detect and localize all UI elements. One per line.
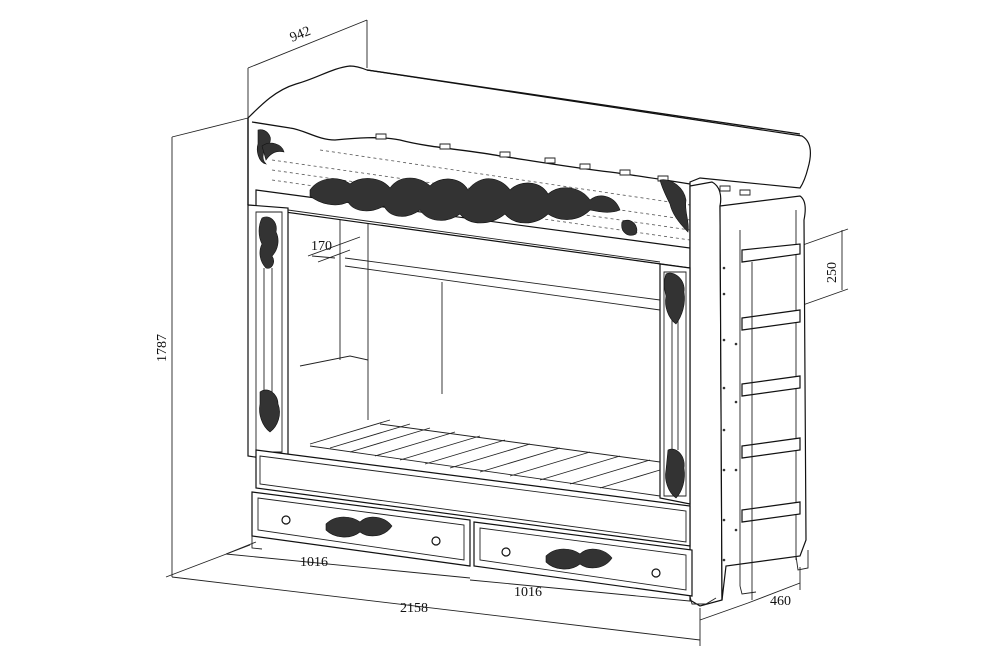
bed-feet: [252, 536, 756, 604]
dim-ladder-step: 250: [825, 262, 840, 283]
right-drawer: [474, 522, 692, 596]
left-drawer: [252, 492, 470, 566]
ladder-steps: [742, 244, 808, 600]
lower-bunk-interior: [288, 210, 660, 496]
dim-height: 1787: [155, 334, 170, 362]
dimension-lines: [166, 20, 848, 646]
dim-depth: 460: [770, 594, 791, 609]
dim-drawer-left: 1016: [300, 555, 328, 570]
left-end-panel: [248, 205, 288, 462]
right-end-panel: [690, 182, 806, 606]
lower-front-rail: [256, 450, 690, 546]
upper-carving-ornament: [257, 130, 688, 236]
dim-drawer-right: 1016: [514, 585, 542, 600]
dim-gap: 170: [311, 239, 332, 254]
dim-width-top: 942: [288, 24, 313, 46]
dim-length: 2158: [400, 601, 428, 616]
right-front-post: [660, 264, 690, 504]
